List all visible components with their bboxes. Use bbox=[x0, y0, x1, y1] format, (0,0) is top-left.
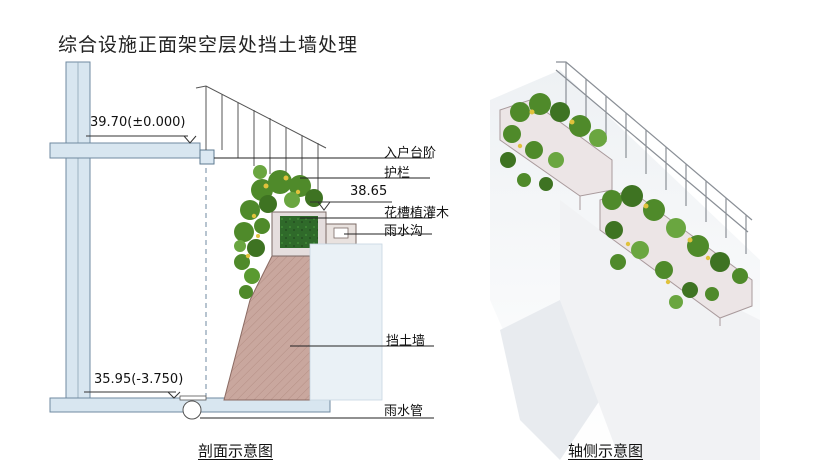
label-drain-pipe: 雨水管 bbox=[384, 404, 424, 419]
elevation-top: 39.70(±0.000) bbox=[90, 115, 186, 130]
label-entry-step: 入户台阶 bbox=[384, 146, 437, 161]
axon-slope bbox=[560, 200, 760, 460]
site-block bbox=[309, 243, 383, 401]
elevation-bottom: 35.95(-3.750) bbox=[94, 372, 184, 387]
axon-railing bbox=[555, 61, 753, 254]
label-planter: 花槽植灌木 bbox=[384, 206, 450, 221]
label-railing: 护栏 bbox=[384, 166, 411, 181]
diagram-title: 综合设施正面架空层处挡土墙处理 bbox=[58, 34, 359, 56]
elevation-mid: 38.65 bbox=[350, 184, 388, 199]
section-caption: 剖面示意图 bbox=[198, 442, 274, 460]
axonometric-caption: 轴侧示意图 bbox=[568, 442, 644, 460]
drain-pipe bbox=[182, 400, 202, 420]
axon-foliage-lower bbox=[602, 185, 748, 309]
label-retaining-wall: 挡土墙 bbox=[386, 334, 426, 349]
foliage bbox=[234, 165, 323, 299]
axon-flowers bbox=[517, 109, 711, 285]
entry-step bbox=[199, 149, 215, 165]
axon-foliage-upper bbox=[500, 93, 607, 191]
flowers bbox=[245, 175, 301, 259]
label-gutter: 雨水沟 bbox=[384, 224, 424, 239]
